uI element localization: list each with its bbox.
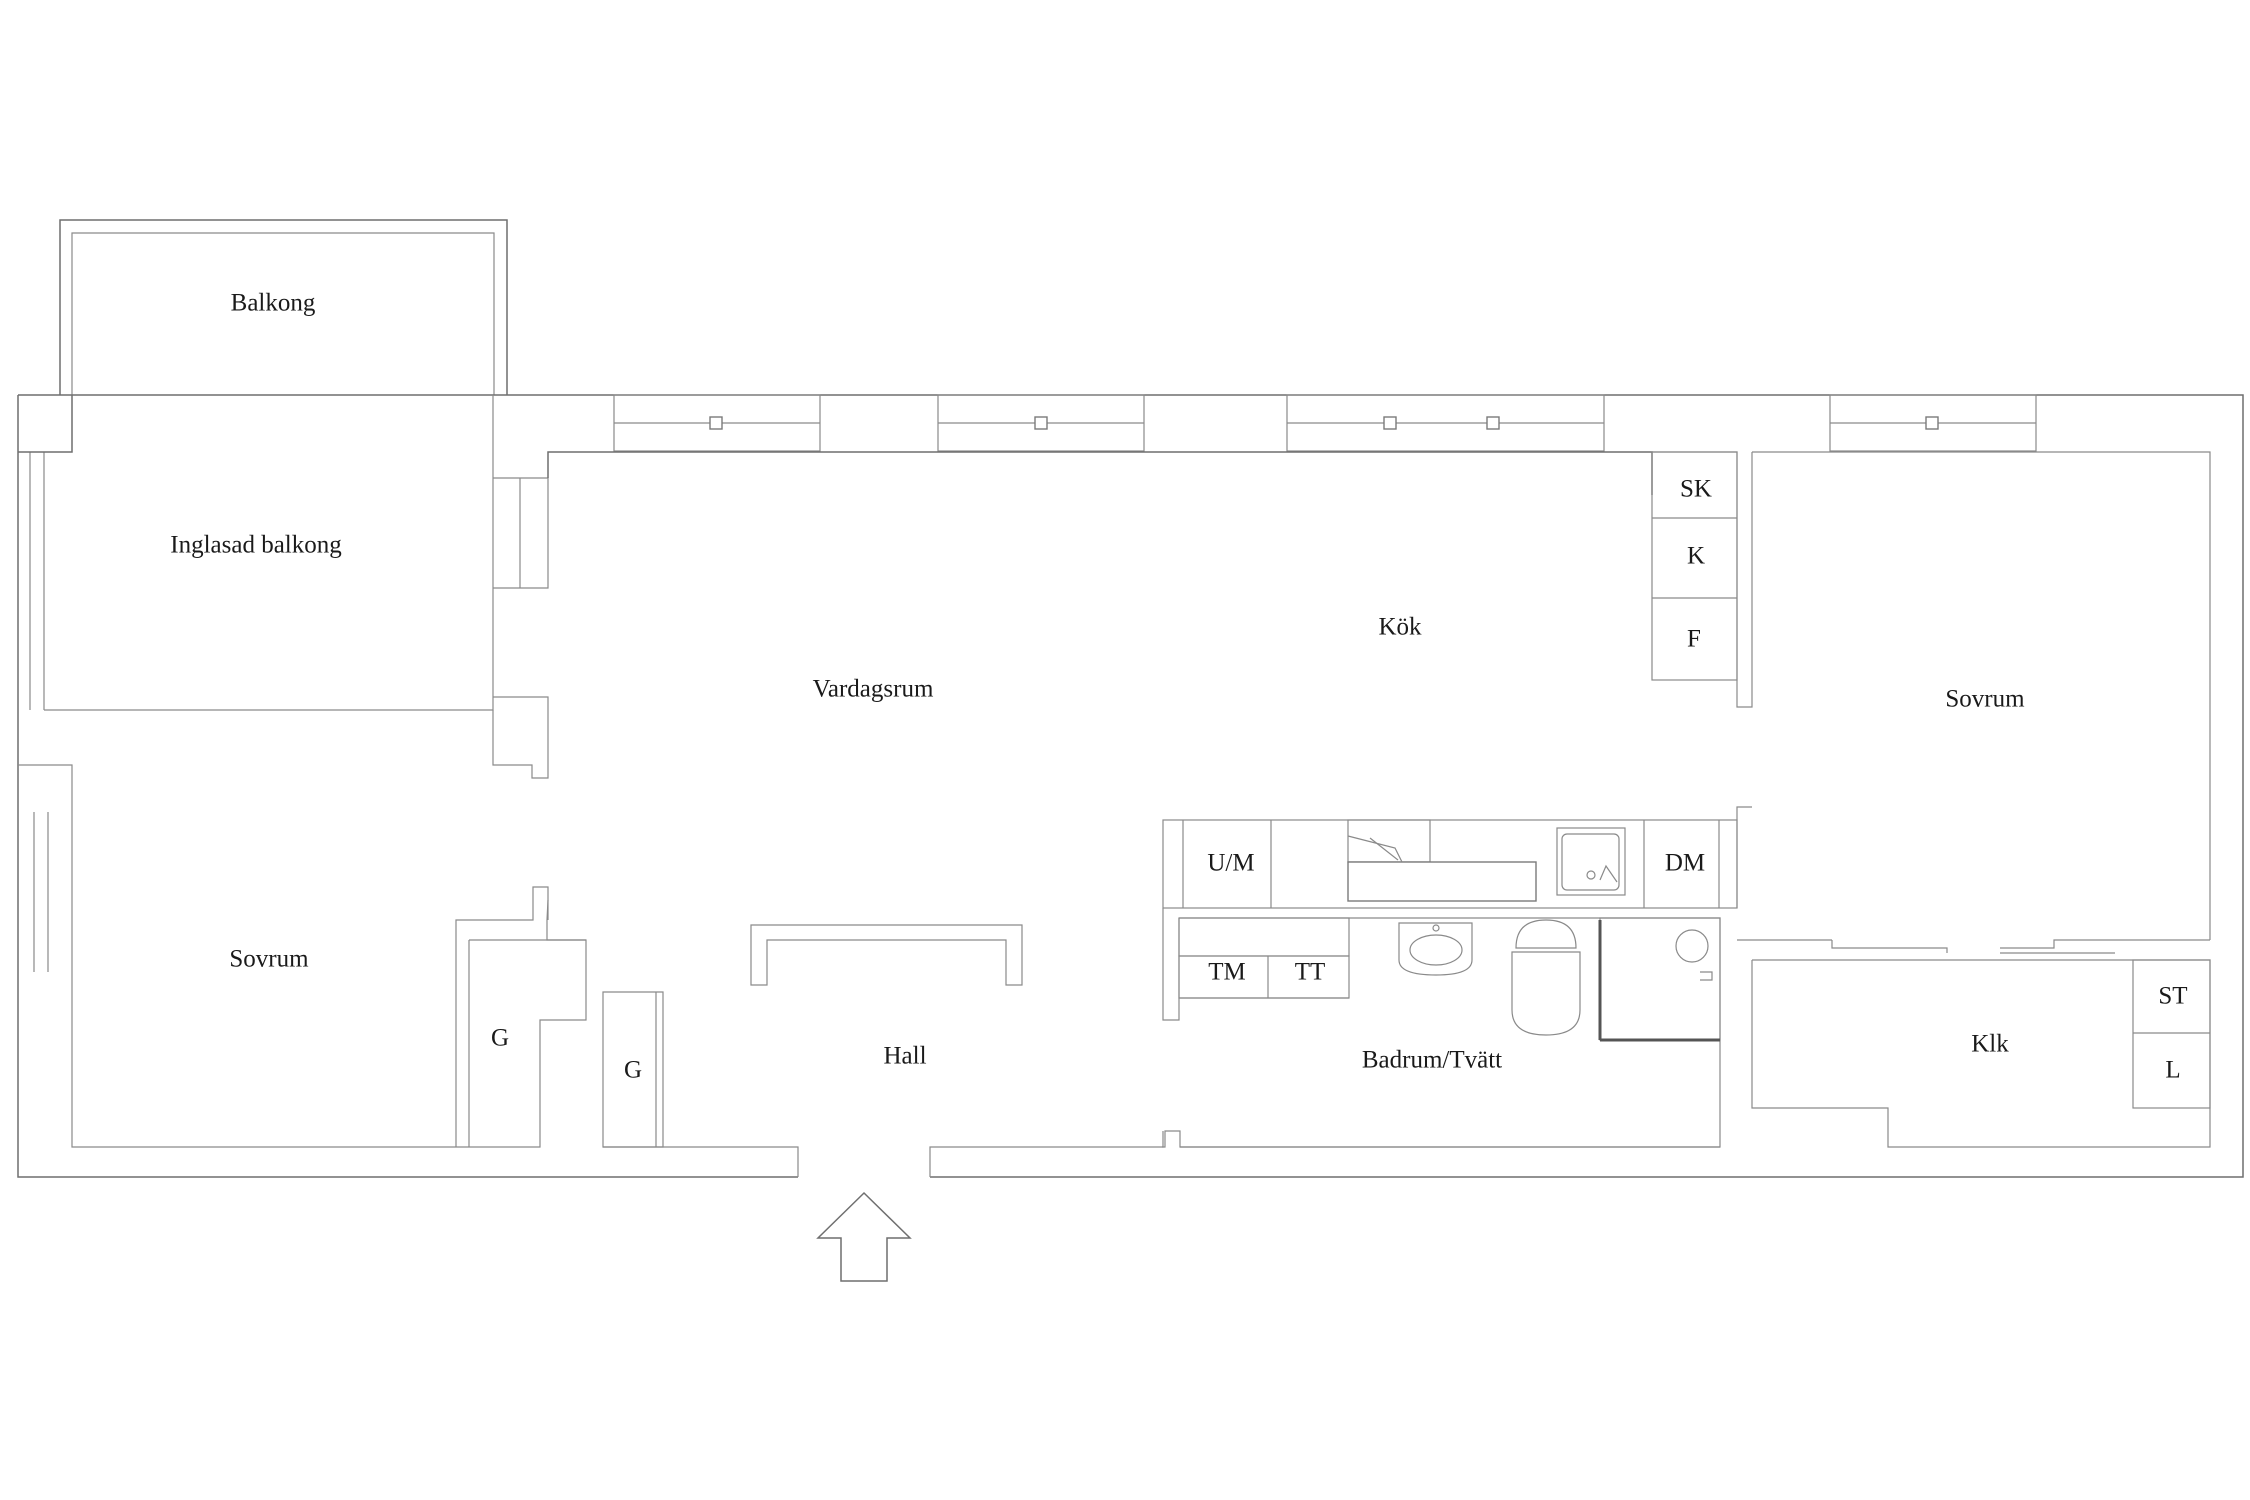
toilet-icon xyxy=(1511,919,1581,1036)
lower-walls xyxy=(603,1131,1720,1177)
label-balkong: Balkong xyxy=(231,290,316,317)
window-left-2 xyxy=(33,812,49,972)
right-wing-walls xyxy=(1737,939,2211,1148)
label-g-left: G xyxy=(491,1025,509,1052)
label-st: ST xyxy=(2158,983,2187,1010)
label-klk: Klk xyxy=(1971,1031,2009,1058)
utility-counter xyxy=(1162,908,1350,1021)
window-2 xyxy=(937,394,1145,452)
label-g-right: G xyxy=(624,1057,642,1084)
shower-icon xyxy=(1598,917,1721,1042)
entrance-arrow-icon xyxy=(816,1191,912,1282)
left-bedroom-walls xyxy=(18,764,587,1148)
label-tm: TM xyxy=(1208,959,1246,986)
label-sovrum-right: Sovrum xyxy=(1945,686,2025,713)
label-f: F xyxy=(1687,626,1701,653)
washbasin-icon xyxy=(1398,922,1473,976)
kitchen-appliances xyxy=(1651,451,1738,681)
window-4 xyxy=(1829,394,2037,452)
label-sovrum-left: Sovrum xyxy=(229,946,309,973)
glazed-balcony-walls xyxy=(18,395,549,779)
kitchen-counter xyxy=(1162,819,1738,909)
label-badrum: Badrum/Tvätt xyxy=(1362,1047,1502,1074)
hall-partition xyxy=(750,924,1023,986)
window-1 xyxy=(613,394,821,452)
label-um: U/M xyxy=(1207,850,1254,877)
kitchen-sink-icon xyxy=(1556,827,1626,896)
label-sk: SK xyxy=(1680,476,1712,503)
label-l: L xyxy=(2165,1057,2180,1084)
label-dm: DM xyxy=(1665,850,1705,877)
label-hall: Hall xyxy=(883,1043,926,1070)
label-tt: TT xyxy=(1295,959,1326,986)
balcony xyxy=(59,219,508,395)
windows xyxy=(29,394,2037,972)
label-vardagsrum: Vardagsrum xyxy=(813,676,934,703)
outer-wall xyxy=(17,394,2244,1178)
window-3 xyxy=(1286,394,1605,452)
label-k: K xyxy=(1687,543,1705,570)
label-inglasad-balkong: Inglasad balkong xyxy=(170,532,342,559)
bathroom xyxy=(1162,917,1721,1148)
window-left-1 xyxy=(29,452,45,710)
label-kok: Kök xyxy=(1378,614,1422,641)
